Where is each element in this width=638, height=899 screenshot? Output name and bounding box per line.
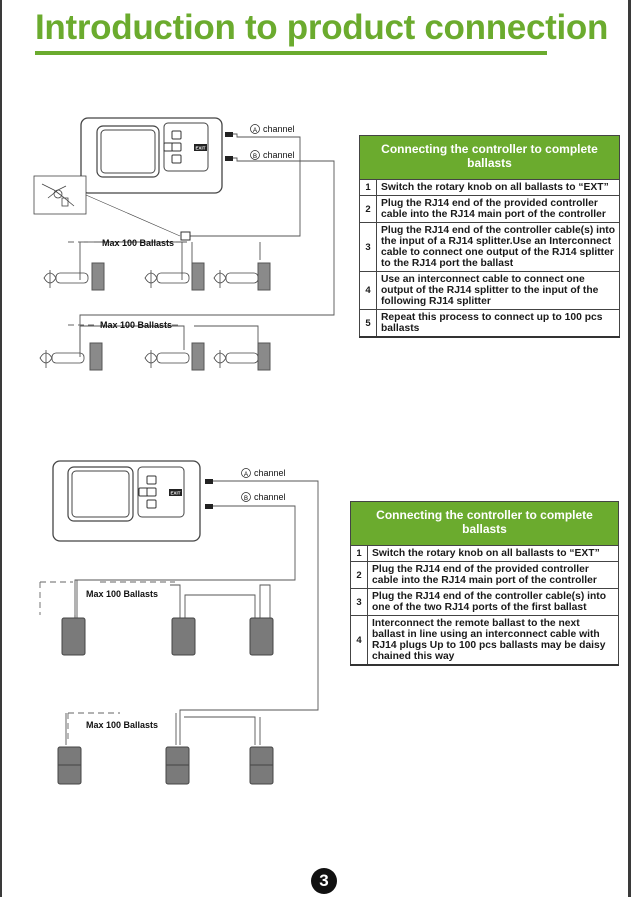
step-text: Switch the rotary knob on all ballasts t… — [376, 179, 620, 196]
lamp-icon — [43, 270, 259, 288]
step-number: 4 — [359, 271, 377, 310]
step-text: Repeat this process to connect up to 100… — [376, 309, 620, 338]
title-underline — [35, 51, 547, 55]
daisy-chain-wiring-diagram: EXIT A channel B channel Max 100 Ballast… — [0, 455, 360, 795]
port-b — [205, 504, 213, 509]
step-number: 3 — [350, 588, 368, 616]
group-label-max-ballasts: Max 100 Ballasts — [86, 589, 158, 599]
group-label-max-ballasts: Max 100 Ballasts — [102, 238, 174, 248]
ballast-icon — [57, 746, 274, 785]
step-text: Plug the RJ14 end of the provided contro… — [367, 561, 619, 589]
ballast-icon — [91, 262, 105, 291]
group-label-max-ballasts: Max 100 Ballasts — [86, 720, 158, 730]
ballast-icon — [191, 262, 205, 291]
ballast-icon — [191, 342, 205, 371]
port-a — [225, 132, 233, 137]
step-number: 5 — [359, 309, 377, 338]
step-number: 4 — [350, 615, 368, 666]
channel-b-label: channel — [254, 492, 286, 502]
step-number: 3 — [359, 222, 377, 272]
exit-button-label: EXIT — [195, 146, 205, 151]
step-text: Plug the RJ14 end of the controller cabl… — [376, 222, 620, 272]
channel-a-label: channel — [263, 124, 295, 134]
page-title: Introduction to product connection — [35, 8, 609, 47]
page-number-badge: 3 — [311, 868, 337, 894]
steps-table-daisy-chain: Connecting the controller to complete ba… — [350, 501, 619, 666]
splitter-wiring-diagram: EXIT A channel B channel Max 100 Ballast… — [0, 110, 360, 380]
channel-a-label: channel — [254, 468, 286, 478]
step-text: Use an interconnect cable to connect one… — [376, 271, 620, 310]
svg-text:B: B — [244, 496, 248, 502]
step-text: Plug the RJ14 end of the controller cabl… — [367, 588, 619, 616]
exit-button-label: EXIT — [170, 491, 180, 496]
controller-icon: EXIT — [80, 117, 223, 194]
svg-text:A: A — [253, 128, 257, 134]
table-header: Connecting the controller to complete ba… — [359, 135, 620, 180]
svg-text:A: A — [244, 472, 248, 478]
svg-text:B: B — [253, 154, 257, 160]
ballast-icon — [257, 262, 271, 291]
controller-icon: EXIT — [52, 460, 201, 542]
step-number: 1 — [350, 545, 368, 562]
step-text: Switch the rotary knob on all ballasts t… — [367, 545, 619, 562]
step-text: Interconnect the remote ballast to the n… — [367, 615, 619, 666]
splitter-callout-icon — [33, 175, 181, 237]
port-b — [225, 156, 233, 161]
group-label-max-ballasts: Max 100 Ballasts — [100, 320, 172, 330]
step-number: 1 — [359, 179, 377, 196]
step-number: 2 — [359, 195, 377, 223]
channel-b-label: channel — [263, 150, 295, 160]
port-a — [205, 479, 213, 484]
step-text: Plug the RJ14 end of the provided contro… — [376, 195, 620, 223]
ballast-icon — [89, 342, 103, 371]
splitter-icon — [180, 231, 191, 241]
step-number: 2 — [350, 561, 368, 589]
lamp-icon — [39, 350, 259, 368]
steps-table-splitter: Connecting the controller to complete ba… — [359, 135, 620, 338]
ballast-icon — [61, 617, 274, 656]
ballast-icon — [257, 342, 271, 371]
table-header: Connecting the controller to complete ba… — [350, 501, 619, 546]
